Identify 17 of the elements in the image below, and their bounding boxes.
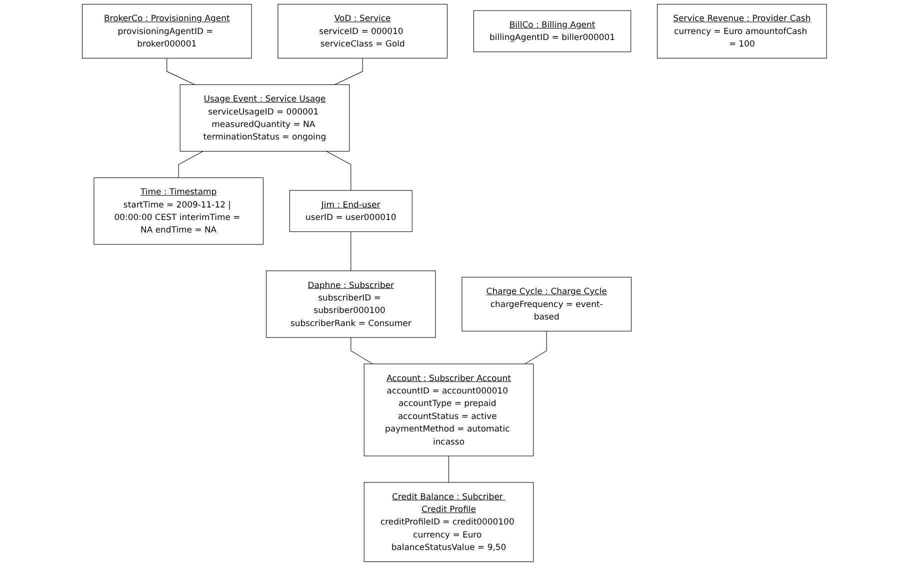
connector	[166, 58, 195, 85]
connector	[334, 58, 362, 85]
node-box: Charge Cycle : Charge Cycle chargeFrequency = event-based	[461, 276, 632, 332]
connector	[178, 151, 203, 178]
node-box: Daphne : Subscriber subscriberID = subsriber000100 subscriberRank = Consumer	[266, 270, 436, 338]
node-box: VoD : Service serviceID = 000010 serviceClass = Gold	[277, 4, 448, 58]
node-box: Usage Event : Service Usage serviceUsageID = 000001 measuredQuantity = NA terminationStatus = ongoing	[179, 84, 350, 152]
node-box: BrokerCo : Provisioning Agent provisioningAgentID = broker000001	[82, 4, 252, 58]
node-box: Credit Balance : Subcriber Credit Profile creditProfileID = credit0000100 currency = Euro balanceStatusValue = 9,50	[363, 482, 534, 562]
node-box: BillCo : Billing Agent billingAgentID = biller000001	[472, 10, 631, 52]
node-box: Time : Timestamp startTime = 2009-11-12 | 00:00:00 CEST interimTime = NA endTime = NA	[93, 177, 264, 245]
connector	[448, 456, 449, 483]
node-box: Account : Subscriber Account accountID = account000010 accountType = prepaid accountStatus = active paymentMethod = automatic incasso	[363, 364, 534, 456]
node-box: Jim : End-user userID = user000010	[288, 190, 412, 232]
node-box: Service Revenue : Provider Cash currency = Euro amountofCash = 100	[656, 4, 826, 58]
connector	[350, 337, 373, 364]
connector	[350, 231, 351, 272]
